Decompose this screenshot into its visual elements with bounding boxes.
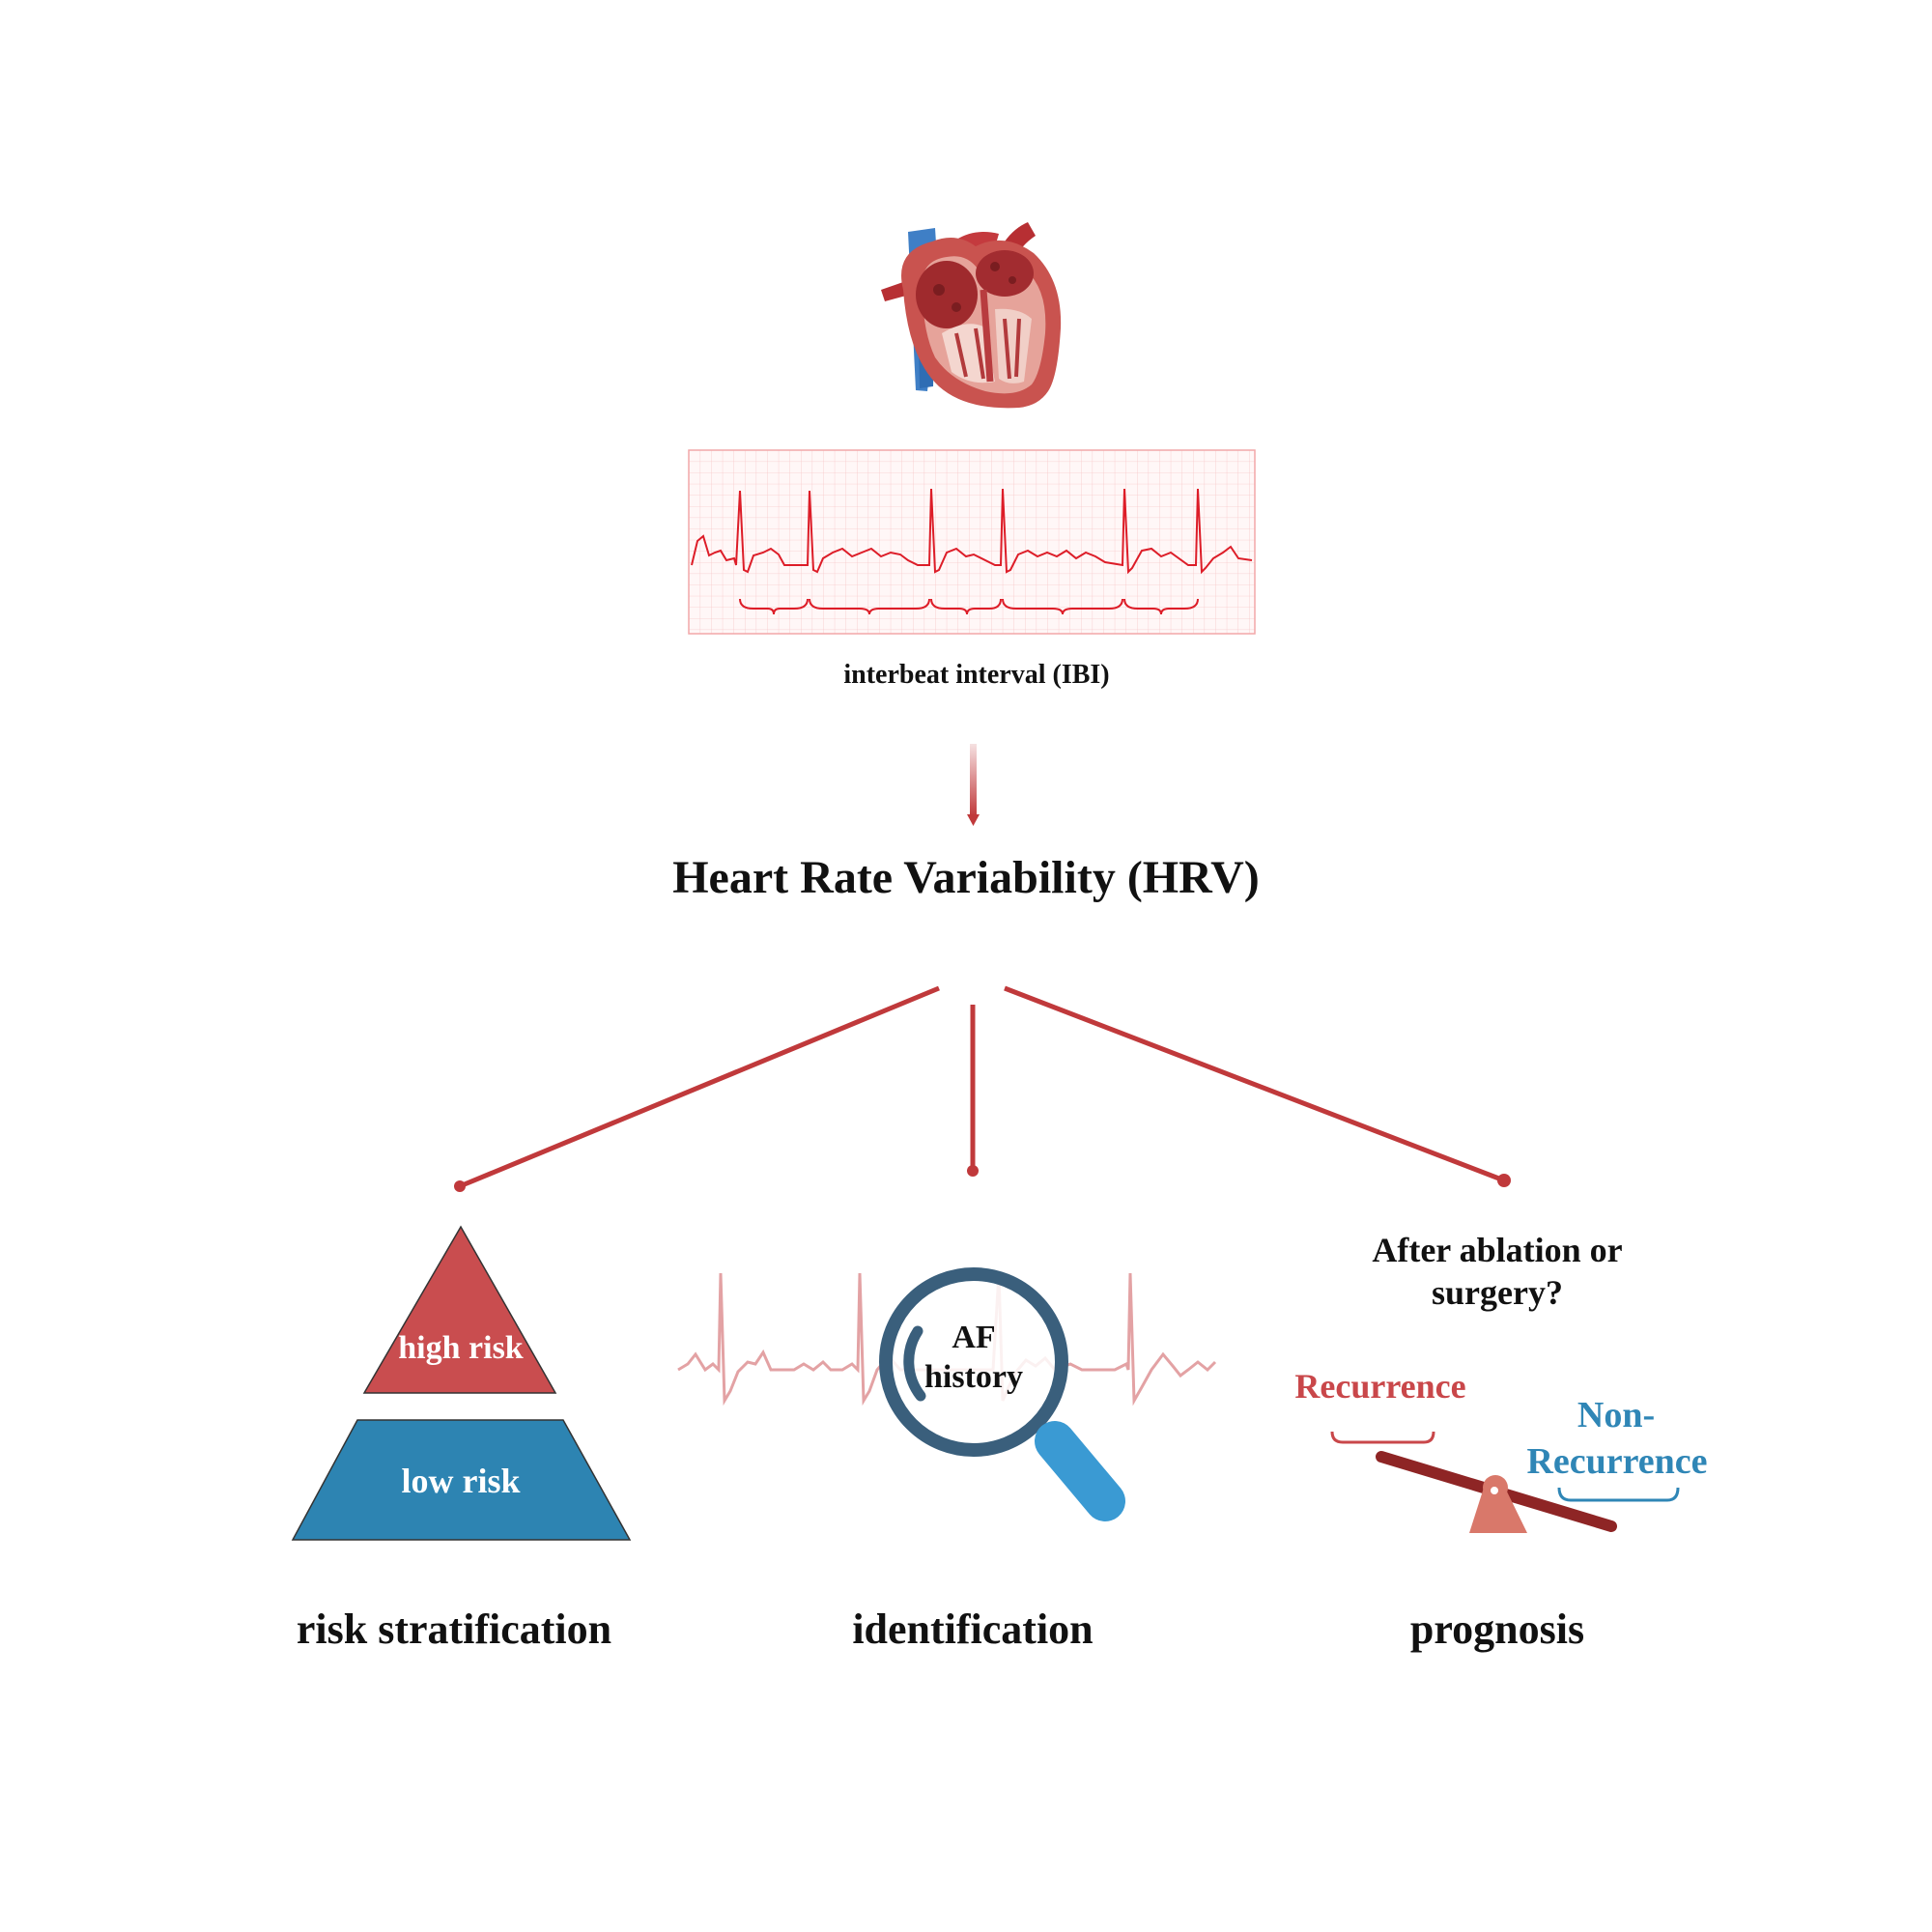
- non-recurrence-label-line1: Non-: [1577, 1395, 1655, 1435]
- prognosis-question-line1: After ablation or: [1372, 1231, 1622, 1269]
- low-risk-trapezoid: [291, 1419, 632, 1541]
- ibi-braces: [739, 598, 1199, 615]
- recurrence-label: Recurrence: [1294, 1367, 1465, 1406]
- history-label: history: [924, 1359, 1023, 1395]
- ecg-strip: [688, 449, 1256, 635]
- ecg-trace: [691, 488, 1253, 575]
- prognosis-caption: prognosis: [1410, 1605, 1584, 1653]
- high-risk-triangle: [362, 1225, 557, 1394]
- seesaw-icon: [1376, 1451, 1617, 1533]
- high-risk-label: high risk: [398, 1330, 524, 1366]
- risk-caption: risk stratification: [297, 1605, 611, 1653]
- recurrence-brace: [1330, 1431, 1435, 1444]
- risk-pyramid: [291, 1225, 632, 1541]
- non-recurrence-label-line2: Recurrence: [1526, 1441, 1707, 1482]
- prognosis-question-line2: surgery?: [1432, 1273, 1563, 1312]
- hrv-title: Heart Rate Variability (HRV): [672, 852, 1260, 903]
- low-risk-label: low risk: [401, 1462, 520, 1500]
- non-recurrence-brace: [1557, 1487, 1680, 1502]
- ibi-label: interbeat interval (IBI): [843, 660, 1109, 690]
- af-label: AF: [952, 1320, 995, 1355]
- identification-caption: identification: [852, 1605, 1093, 1653]
- heart-anatomy-icon: [881, 222, 1062, 409]
- magnifier-icon: [879, 1267, 1125, 1521]
- branch-connectors: [454, 985, 1511, 1192]
- down-arrow-icon: [967, 744, 980, 826]
